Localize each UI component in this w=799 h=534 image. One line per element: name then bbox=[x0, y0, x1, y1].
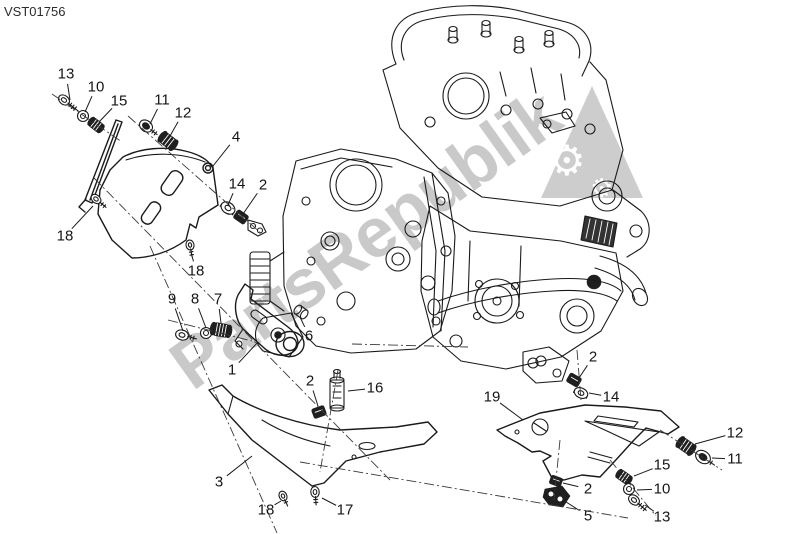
part-18-screw bbox=[185, 239, 195, 258]
callout-leader-line bbox=[274, 500, 282, 506]
part-number-label: 13 bbox=[58, 66, 75, 83]
watermark-gear-icon: ⚙ bbox=[548, 136, 586, 185]
part-number-label: 5 bbox=[584, 508, 592, 525]
part-14-nut bbox=[219, 201, 236, 216]
part-number-label: 11 bbox=[154, 92, 170, 109]
callout-leader-line bbox=[588, 392, 602, 396]
part-18-screw bbox=[278, 490, 289, 507]
construction-lines bbox=[51, 93, 723, 534]
callout-leader-line bbox=[226, 455, 253, 477]
part-number-label: 15 bbox=[111, 93, 128, 110]
callout-leader-line bbox=[578, 365, 588, 379]
part-17-screw bbox=[310, 485, 320, 506]
part-number-label: 17 bbox=[337, 502, 354, 519]
callout-leader-line bbox=[169, 121, 179, 137]
callout-leader-line bbox=[562, 499, 580, 512]
part-number-label: 8 bbox=[191, 291, 199, 308]
callout-leader-line bbox=[633, 468, 653, 477]
callout-leader-line bbox=[694, 435, 726, 445]
callout-leader-line bbox=[321, 497, 337, 506]
callout-leader-line bbox=[98, 107, 113, 123]
part-11-screw bbox=[138, 119, 158, 136]
callout-leader-line bbox=[711, 457, 726, 460]
watermark-text: PartsRepublik bbox=[156, 74, 575, 404]
callout-leader-line bbox=[562, 482, 579, 488]
engine-drawing bbox=[249, 5, 650, 384]
callout-leader-line bbox=[174, 308, 184, 332]
part-number-label: 2 bbox=[306, 373, 314, 390]
part-19-belly-pan-right bbox=[496, 404, 680, 481]
part-number-label: 18 bbox=[188, 263, 205, 280]
part-18-screw bbox=[90, 193, 107, 208]
part-number-label: 2 bbox=[589, 349, 597, 366]
part-number-label: 2 bbox=[259, 177, 267, 194]
part-number-label: 9 bbox=[168, 291, 176, 308]
callout-leader-line bbox=[227, 192, 234, 206]
valve-cover-studs bbox=[447, 19, 555, 54]
callout-leader-line bbox=[71, 205, 94, 230]
part-number-label: 13 bbox=[654, 509, 671, 526]
callout-leader-line bbox=[312, 390, 319, 407]
part-14-nut bbox=[573, 387, 589, 399]
part-number-label: 10 bbox=[88, 79, 105, 96]
part-number-label: 12 bbox=[175, 105, 192, 122]
part-9-screw bbox=[175, 329, 198, 341]
callout-leader-line bbox=[84, 95, 93, 113]
part-number-label: 2 bbox=[584, 481, 592, 498]
part-2-clip bbox=[311, 405, 327, 419]
part-4-fairing-bracket bbox=[78, 119, 267, 259]
callout-leader-line bbox=[212, 144, 231, 167]
part-13-screw bbox=[57, 94, 79, 112]
sprocket bbox=[580, 215, 618, 248]
callout-leader-line bbox=[644, 504, 655, 512]
part-13-screw bbox=[628, 494, 647, 512]
part-number-label: 19 bbox=[484, 389, 501, 406]
part-number-label: 18 bbox=[57, 228, 74, 245]
part-number-label: 11 bbox=[727, 451, 743, 468]
part-number-label: 16 bbox=[367, 380, 384, 397]
part-number-label: 7 bbox=[214, 291, 222, 308]
callout-leader-line bbox=[499, 402, 524, 421]
part-12-grommet bbox=[675, 436, 697, 456]
callout-leader-line bbox=[198, 308, 207, 329]
part-number-label: 14 bbox=[603, 389, 620, 406]
part-3-belly-pan-left bbox=[208, 384, 438, 487]
callout-leader-line bbox=[299, 316, 306, 328]
callout-leader-line bbox=[218, 308, 222, 324]
fasteners bbox=[57, 94, 716, 512]
callout-leader-line bbox=[149, 108, 158, 125]
callout-leader-line bbox=[242, 192, 258, 215]
part-number-label: 14 bbox=[229, 176, 246, 193]
watermark-text-group: PartsRepublik bbox=[156, 74, 575, 404]
callout-leader-line bbox=[238, 341, 259, 364]
part-11-screw bbox=[695, 449, 716, 466]
part-6-spacer-bush bbox=[293, 304, 309, 320]
part-number-label: 12 bbox=[727, 425, 744, 442]
part-2-clip bbox=[566, 372, 582, 388]
oil-cooler bbox=[249, 251, 285, 312]
callout-leader-line bbox=[67, 83, 71, 101]
part-number-label: 18 bbox=[258, 502, 275, 519]
diagram-code: VST01756 bbox=[4, 4, 65, 19]
part-7-grommet bbox=[209, 321, 233, 339]
part-number-label: 10 bbox=[654, 481, 671, 498]
part-2-clip bbox=[233, 209, 249, 225]
part-number-label: 4 bbox=[232, 129, 240, 146]
part-number-label: 3 bbox=[215, 474, 223, 491]
part-5-bracket bbox=[542, 485, 571, 508]
watermark: ⚙ ⚙ PartsRepublik bbox=[156, 74, 643, 404]
part-1-engine-bracket bbox=[234, 283, 309, 358]
part-10-washer bbox=[76, 109, 90, 123]
callout-leader-line bbox=[190, 251, 194, 262]
part-10-washer bbox=[622, 482, 636, 496]
part-12-grommet bbox=[157, 130, 179, 152]
part-number-label: 6 bbox=[305, 328, 313, 345]
callout-leader-line bbox=[347, 388, 366, 392]
part-number-label: 1 bbox=[228, 362, 236, 379]
part-number-label: 15 bbox=[654, 457, 671, 474]
callout-leader-line bbox=[636, 488, 653, 491]
